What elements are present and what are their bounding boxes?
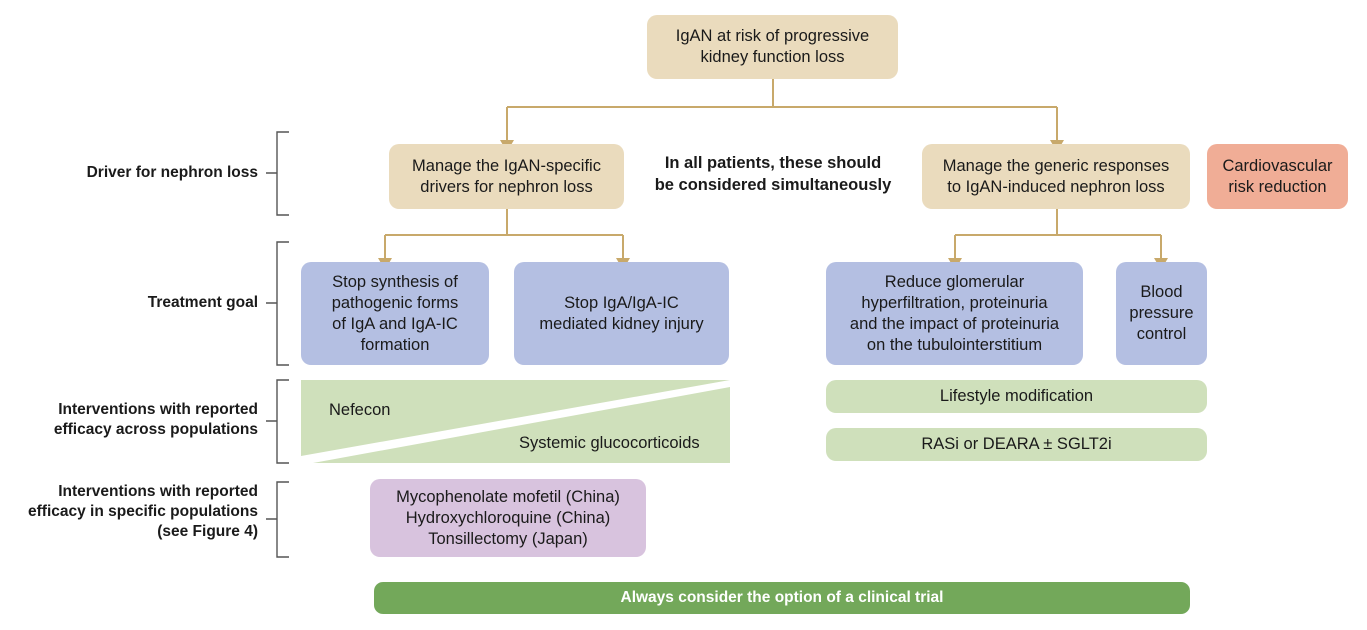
goal-reduce-hyperfiltration: Reduce glomerular hyperfiltration, prote… — [826, 262, 1083, 365]
center-note: In all patients, these should be conside… — [654, 154, 892, 194]
cardio-risk-box: Cardiovascular risk reduction — [1207, 144, 1348, 209]
left-driver-box: Manage the IgAN-specific drivers for nep… — [389, 144, 624, 209]
top-node-box: IgAN at risk of progressive kidney funct… — [647, 15, 898, 79]
lifestyle-modification-box: Lifestyle modification — [826, 380, 1207, 413]
specific-populations-box: Mycophenolate mofetil (China) Hydroxychl… — [370, 479, 646, 557]
systemic-glucocorticoids-label: Systemic glucocorticoids — [519, 434, 700, 452]
goal-stop-injury: Stop IgA/IgA-IC mediated kidney injury — [514, 262, 729, 365]
nefecon-wedge — [301, 380, 730, 456]
row-label-interventions-all: Interventions with reported efficacy acr… — [53, 401, 258, 438]
row-label-interventions-specific: Interventions with reported efficacy in … — [28, 483, 258, 540]
right-driver-box: Manage the generic responses to IgAN-ind… — [922, 144, 1190, 209]
goal-bp-control: Blood pressure control — [1116, 262, 1207, 365]
nefecon-label: Nefecon — [329, 401, 391, 419]
goal-stop-synthesis: Stop synthesis of pathogenic forms of Ig… — [301, 262, 489, 365]
tree-connectors — [384, 79, 1162, 258]
row-brackets — [266, 131, 289, 558]
rasi-deara-box: RASi or DEARA ± SGLT2i — [826, 428, 1207, 461]
row-label-goal: Treatment goal — [147, 294, 258, 311]
row-label-driver: Driver for nephron loss — [86, 164, 258, 181]
clinical-trial-bar: Always consider the option of a clinical… — [374, 582, 1190, 614]
glucocorticoid-wedge — [313, 387, 730, 463]
